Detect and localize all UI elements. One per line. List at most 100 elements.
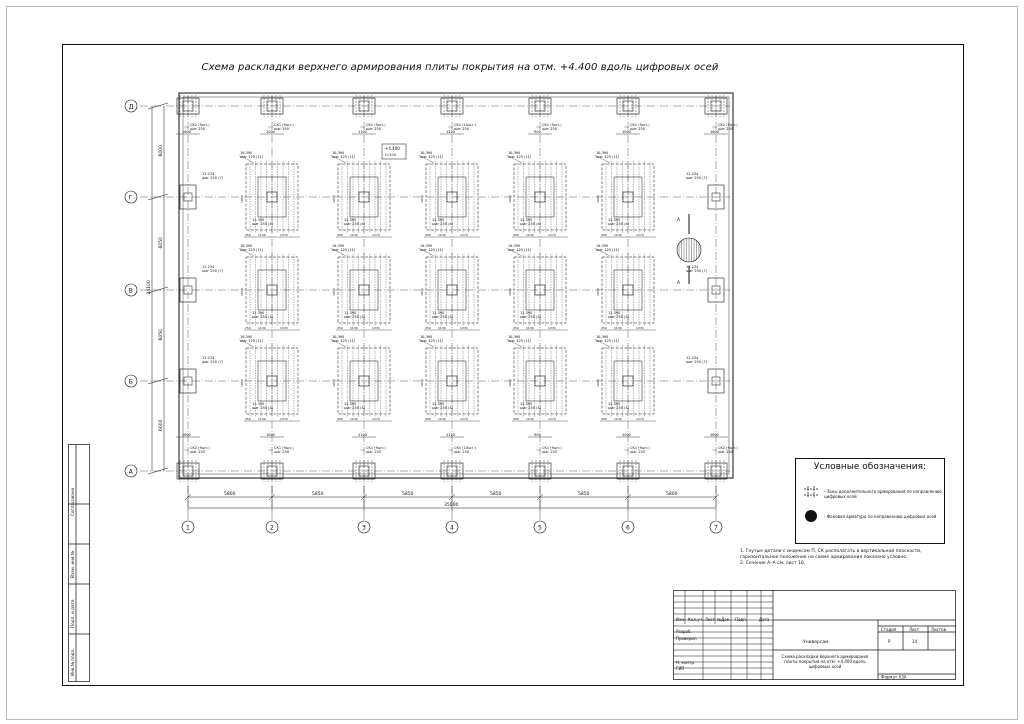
cap-step-label: шаг 250 <box>454 127 469 131</box>
cap-label: СК2 (9шт.) <box>190 446 210 450</box>
axis-bubble <box>445 520 459 534</box>
dim-tick <box>147 102 169 110</box>
inner-dimension: 1370 <box>460 233 468 237</box>
cap-dimension: 1100 <box>358 130 367 134</box>
rebar-main-label: 16.390 <box>596 335 608 339</box>
legend-item-zones: - Зоны дополнительного армирования по на… <box>802 485 942 499</box>
cap-label: СК1 (10шт.) <box>454 123 476 127</box>
inner-dimension: 1950 <box>420 379 424 387</box>
column-section <box>183 376 193 386</box>
dim-tick <box>536 493 544 501</box>
span-dimension: 5800 <box>224 491 236 497</box>
stamp-stage-label: Стадия <box>881 627 897 632</box>
edge-rebar-label: 12.234 <box>686 356 699 360</box>
edge-zone <box>707 368 725 394</box>
stamp-format: Формат А3А <box>881 675 907 680</box>
rebar-step-label: шаг 125 (11) <box>420 248 444 252</box>
rebar-secondary-step: шаг 250 (4) <box>252 315 274 319</box>
cap-dimension: 1600 <box>710 433 719 437</box>
cap-dimension: 1120 <box>446 130 455 134</box>
legend-title: Условные обозначения: <box>813 462 927 472</box>
inner-dimension: 1950 <box>596 195 600 203</box>
axis-bubble <box>124 464 138 478</box>
leader-line <box>330 154 347 164</box>
inner-dimension: 1130 <box>526 326 534 330</box>
inner-dimension: 250 <box>245 233 251 237</box>
axis-bubble <box>181 520 195 534</box>
rebar-secondary-step: шаг 250 (4) <box>520 406 542 410</box>
inner-dimension: 1370 <box>280 233 288 237</box>
cap-dimension: 1000 <box>622 130 631 134</box>
rebar-secondary-step: шаг 250 (4) <box>432 315 454 319</box>
edge-step-label: шаг 250 (7) <box>202 176 224 180</box>
inner-dimension: 1370 <box>636 233 644 237</box>
cap-step-label: шаг 250 <box>454 450 469 454</box>
rebar-main-label: 16.390 <box>240 244 252 248</box>
rebar-step-label: шаг 125 (11) <box>240 248 264 252</box>
note-line: 1. Гнутые детали с индексом П, СК распол… <box>740 549 922 554</box>
total-length-dimension: 35000 <box>444 502 458 508</box>
filled-circle-icon <box>805 510 817 522</box>
stamp-sheet: 14 <box>912 639 918 644</box>
rebar-step-label: шаг 125 (11) <box>508 155 532 159</box>
leader-line <box>238 154 255 164</box>
cap-dimension: 1600 <box>710 130 719 134</box>
rebar-main-label: 16.390 <box>596 151 608 155</box>
edge-step-label: шаг 250 (7) <box>202 269 224 273</box>
cap-label: СК1 (9шт.) <box>630 123 650 127</box>
axis-bubble <box>265 520 279 534</box>
stamp-role-prov: Проверил <box>676 636 697 641</box>
strip-podp-data: Подп. и дата <box>70 599 75 628</box>
cap-dimension: 1000 <box>622 433 631 437</box>
cap-label: СК2 (9шт.) <box>718 446 738 450</box>
inner-dimension: 250 <box>245 326 251 330</box>
edge-rebar-label: 12.234 <box>202 356 215 360</box>
leader-line <box>506 154 523 164</box>
note-line: горизонтальное положение на схеме армиро… <box>740 555 908 560</box>
inner-dimension: 250 <box>601 233 607 237</box>
stamp-col-podp: Подп. <box>735 617 747 622</box>
cap-dimension: 900 <box>534 433 541 437</box>
edge-step-label: шаг 250 (7) <box>686 176 708 180</box>
column-section <box>183 192 193 202</box>
rebar-secondary-step: шаг 250 (4) <box>344 406 366 410</box>
leader-line <box>594 247 611 257</box>
axis-letter-label: Г <box>129 195 133 202</box>
edge-zone <box>707 277 725 303</box>
stamp-role-razrab: Разраб. <box>676 629 692 634</box>
cap-dimension: 1600 <box>182 130 191 134</box>
rebar-secondary-label: 12.390 <box>252 311 264 315</box>
axis-letter-label: А <box>129 469 134 476</box>
axis-number-label: 6 <box>626 525 630 532</box>
cap-label: СК1 (9шт.) <box>630 446 650 450</box>
cap-label: СК1 (9шт.) <box>366 446 386 450</box>
rebar-main-label: 16.390 <box>596 244 608 248</box>
cap-label: СК1 (9шт.) <box>542 123 562 127</box>
legend-item-zones-text: - Зоны дополнительного армирования по на… <box>824 489 942 499</box>
edge-step-label: шаг 250 (7) <box>686 269 708 273</box>
edge-zone <box>179 277 197 303</box>
section-label: А <box>677 217 681 223</box>
section-label: А <box>677 280 681 286</box>
leader-line <box>330 338 347 348</box>
dim-tick <box>360 493 368 501</box>
edge-rebar-label: 12.234 <box>686 265 699 269</box>
strip-vzam-inv: Взам. инв.№ <box>70 550 75 578</box>
rebar-main-label: 16.390 <box>332 335 344 339</box>
span-dimension: 5850 <box>490 491 502 497</box>
edge-step-label: шаг 250 (7) <box>202 360 224 364</box>
span-dimension: 5800 <box>666 491 678 497</box>
span-dimension: 5850 <box>312 491 324 497</box>
axis-letter-label: В <box>129 288 133 295</box>
axis-number-label: 7 <box>714 525 718 532</box>
drawing-frame <box>62 44 964 686</box>
axis-number-label: 3 <box>362 525 366 532</box>
cap-dimension: 900 <box>534 130 541 134</box>
total-height-dimension: 24100 <box>146 280 152 294</box>
legend-item-background: - Фоновая арматура по направлению цифров… <box>802 509 942 523</box>
note-line: 2. Сечение А–А см. лист 16. <box>740 561 806 566</box>
dim-tick <box>147 286 169 294</box>
cap-dimension: 1100 <box>358 433 367 437</box>
rebar-secondary-step: шаг 250 (4) <box>252 222 274 226</box>
rebar-main-label: 16.390 <box>508 335 520 339</box>
